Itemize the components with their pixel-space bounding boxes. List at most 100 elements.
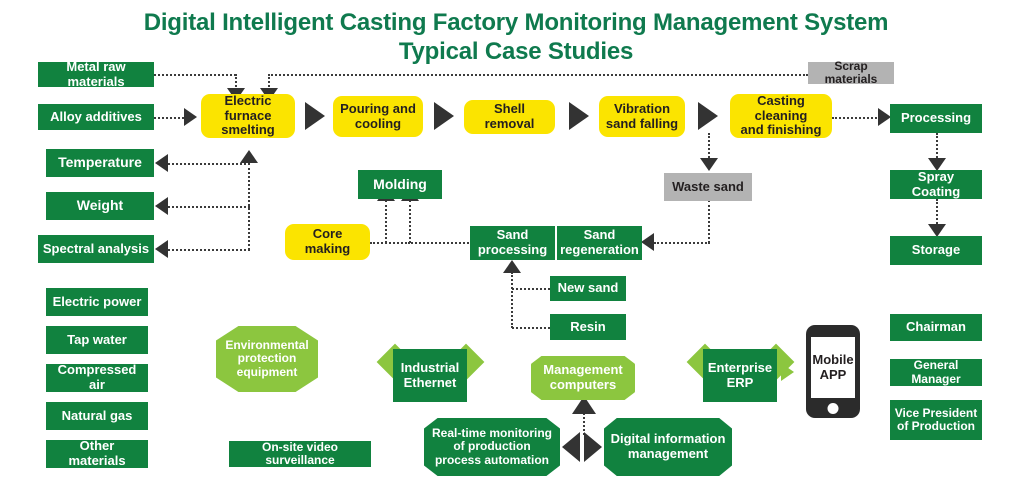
utility-box-other-materials[interactable]: Other materials [46, 439, 148, 468]
arrowhead-measurement-to-furnace [240, 150, 258, 163]
arrowhead-it-to-mgmt [572, 396, 596, 414]
it-label: Digital information management [610, 431, 726, 461]
connector-scrap-drop [268, 74, 270, 90]
arrowhead-spray-to-storage [928, 224, 946, 237]
double-arrow-it-link [562, 432, 602, 462]
finishing-label: Processing [900, 110, 972, 126]
process-label: Casting cleaning and finishing [740, 93, 822, 138]
arrowhead-newsand-to-sandproc [503, 260, 521, 273]
page-title: Digital Intelligent Casting Factory Moni… [0, 8, 1032, 66]
connector-sandproc-rise [409, 200, 411, 243]
measurement-label: Temperature [58, 154, 142, 171]
connector-bus-to-weight [168, 206, 250, 208]
arrowhead-casting-to-processing [878, 108, 891, 126]
waste-box-scrap-materials[interactable]: Scrap materials [808, 58, 894, 86]
sand-box-molding[interactable]: Molding [358, 170, 442, 199]
management-box-general-manager[interactable]: General Manager [890, 358, 982, 386]
process-label: Vibration sand falling [605, 100, 679, 131]
sand-box-new-sand[interactable]: New sand [550, 276, 626, 301]
process-label: Shell removal [484, 101, 535, 131]
it-label: Enterprise ERP [707, 359, 773, 390]
process-box-electric-furnace-smelting[interactable]: Electric furnace smelting [201, 93, 295, 138]
measurement-box-spectral-analysis[interactable]: Spectral analysis [38, 235, 154, 263]
connector-bus-to-temperature [168, 163, 250, 165]
arrowhead-shell-to-vibration [569, 102, 589, 130]
arrowhead-weight [155, 197, 168, 215]
it-label: Industrial Ethernet [400, 359, 460, 390]
it-box-enterprise-erp[interactable]: Enterprise ERP [703, 349, 777, 402]
process-label: Pouring and cooling [340, 100, 416, 131]
input-label: Metal raw materials [66, 58, 126, 89]
arrowhead-wastesand-to-regeneration [641, 233, 654, 251]
arrowhead-vibration-to-casting [698, 102, 718, 130]
connector-scrap-to-furnace [268, 74, 808, 76]
connector-bus-to-spectral [168, 249, 250, 251]
connector-newsand [512, 288, 550, 290]
home-button-icon [827, 403, 839, 414]
arrowhead-spectral [155, 240, 168, 258]
arrowhead-alloy-to-furnace [184, 108, 197, 126]
arrowhead-right [584, 432, 602, 462]
process-box-vibration-sand-falling[interactable]: Vibration sand falling [599, 96, 685, 137]
connector-vibration-to-wastesand [708, 133, 710, 161]
sand-label: Sand regeneration [560, 227, 639, 257]
process-box-shell-removal[interactable]: Shell removal [464, 100, 555, 134]
waste-box-waste-sand[interactable]: Waste sand [664, 173, 752, 201]
measurement-box-temperature[interactable]: Temperature [46, 149, 154, 177]
management-label: Vice President of Production [894, 405, 978, 433]
connector-resin [512, 327, 550, 329]
finishing-box-processing[interactable]: Processing [890, 104, 982, 133]
utility-box-tap-water[interactable]: Tap water [46, 326, 148, 354]
it-label: Real-time monitoring of production proce… [431, 425, 552, 467]
connector-wastesand-to-regeneration [654, 242, 710, 244]
input-box-alloy-additives[interactable]: Alloy additives [38, 104, 154, 130]
arrowhead-temperature [155, 154, 168, 172]
input-label: Alloy additives [50, 108, 142, 124]
process-box-pouring-and-cooling[interactable]: Pouring and cooling [333, 96, 423, 137]
mobile-app-label: Mobile APP [811, 337, 855, 398]
input-box-metal-raw-materials[interactable]: Metal raw materials [38, 58, 154, 89]
utility-label: Compressed air [57, 362, 137, 392]
arrowhead-pouring-to-shell [434, 102, 454, 130]
sand-box-resin[interactable]: Resin [550, 314, 626, 340]
mobile-app-device[interactable]: Mobile APP [806, 325, 860, 418]
sand-box-sand-processing[interactable]: Sand processing [470, 226, 555, 260]
utility-box-natural-gas[interactable]: Natural gas [46, 402, 148, 430]
it-box-management-computers[interactable]: Management computers [531, 356, 635, 400]
sand-label: Core making [304, 226, 351, 256]
connector-sandproc-to-molding [408, 242, 476, 244]
measurement-label: Spectral analysis [42, 240, 150, 256]
it-box-digital-information-management[interactable]: Digital information management [604, 418, 732, 476]
sand-box-sand-regeneration[interactable]: Sand regeneration [557, 226, 642, 260]
finishing-box-storage[interactable]: Storage [890, 236, 982, 265]
connector-alloy-to-furnace [154, 117, 184, 119]
measurement-box-weight[interactable]: Weight [46, 192, 154, 220]
utility-label: Natural gas [61, 407, 133, 423]
waste-label: Scrap materials [824, 58, 878, 86]
waste-label: Waste sand [672, 178, 744, 194]
utility-box-electric-power[interactable]: Electric power [46, 288, 148, 316]
management-box-chairman[interactable]: Chairman [890, 314, 982, 341]
utility-box-compressed-air[interactable]: Compressed air [46, 362, 148, 392]
connector-spray-to-storage [936, 199, 938, 227]
connector-wastesand-drop [708, 200, 710, 243]
process-label: Electric furnace smelting [221, 93, 275, 138]
process-box-casting-cleaning-and-finishing[interactable]: Casting cleaning and finishing [730, 93, 832, 138]
facility-box-environmental-protection-equipment[interactable]: Environmental protection equipment [216, 326, 318, 392]
it-box-real-time-monitoring[interactable]: Real-time monitoring of production proce… [424, 418, 560, 476]
facility-label: On-site video surveillance [261, 439, 338, 467]
it-box-industrial-ethernet[interactable]: Industrial Ethernet [393, 349, 467, 402]
sand-box-core-making[interactable]: Core making [285, 224, 370, 260]
it-label: Management computers [543, 362, 623, 392]
finishing-box-spray-coating[interactable]: Spray Coating [890, 169, 982, 199]
arrowhead-furnace-to-pouring [305, 102, 325, 130]
sand-label: Resin [570, 318, 606, 334]
facility-box-on-site-video-surveillance[interactable]: On-site video surveillance [229, 439, 371, 467]
finishing-label: Storage [911, 242, 961, 258]
management-box-vice-president-of-production[interactable]: Vice President of Production [890, 400, 982, 440]
utility-label: Electric power [52, 293, 142, 309]
title-line-2: Typical Case Studies [398, 38, 634, 65]
facility-label: Environmental protection equipment [225, 337, 309, 379]
measurement-label: Weight [76, 197, 124, 214]
